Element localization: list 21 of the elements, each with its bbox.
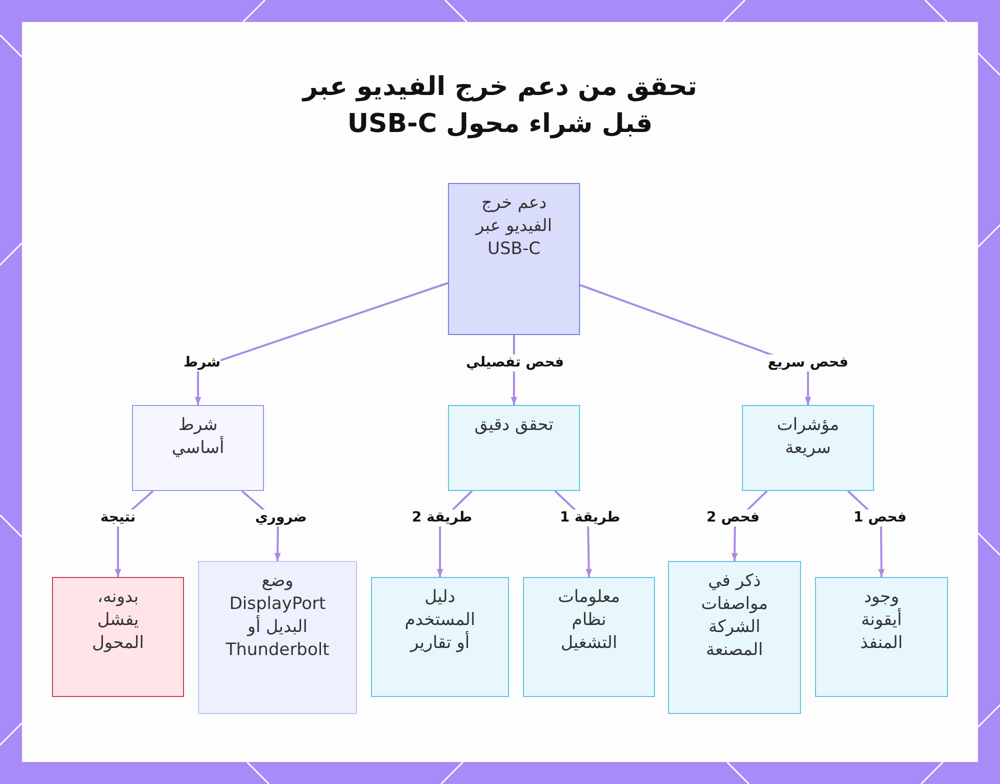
leaf-box: وجود أيقونة المنفذ <box>815 577 948 697</box>
leaf-box: ذكر في مواصفات الشركة المصنعة <box>668 561 801 714</box>
edge-label: فحص تفصيلي <box>466 354 564 372</box>
branch-box: شرط أساسي <box>132 405 264 491</box>
edge-label: طريقة 2 <box>412 510 472 526</box>
edge-label: فحص 2 <box>706 510 760 526</box>
leaf-box: وضع DisplayPort البديل أو Thunderbolt <box>198 561 357 714</box>
edge-label: نتيجة <box>100 510 136 526</box>
leaf-box: معلومات نظام التشغيل <box>523 577 655 697</box>
title: تحقق من دعم خرج الفيديو عبر USB-C قبل شراء محول <box>300 71 698 141</box>
leaf-box: دليل المستخدم أو تقارير <box>371 577 509 697</box>
connector-arrow <box>194 282 448 405</box>
leaf-box: بدونه، يفشل المحول <box>52 577 184 697</box>
edge-label: فحص سريع <box>768 354 848 372</box>
branch-box: مؤشرات سريعة <box>742 405 874 491</box>
branch-box: تحقق دقيق <box>448 405 580 491</box>
root-box: دعم خرج الفيديو عبر USB-C <box>448 183 580 335</box>
edge-label: فحص 1 <box>854 510 906 526</box>
edge-label: ضروري <box>255 510 307 526</box>
edge-label: طريقة 1 <box>560 510 620 526</box>
edge-label: شرط <box>183 354 221 372</box>
